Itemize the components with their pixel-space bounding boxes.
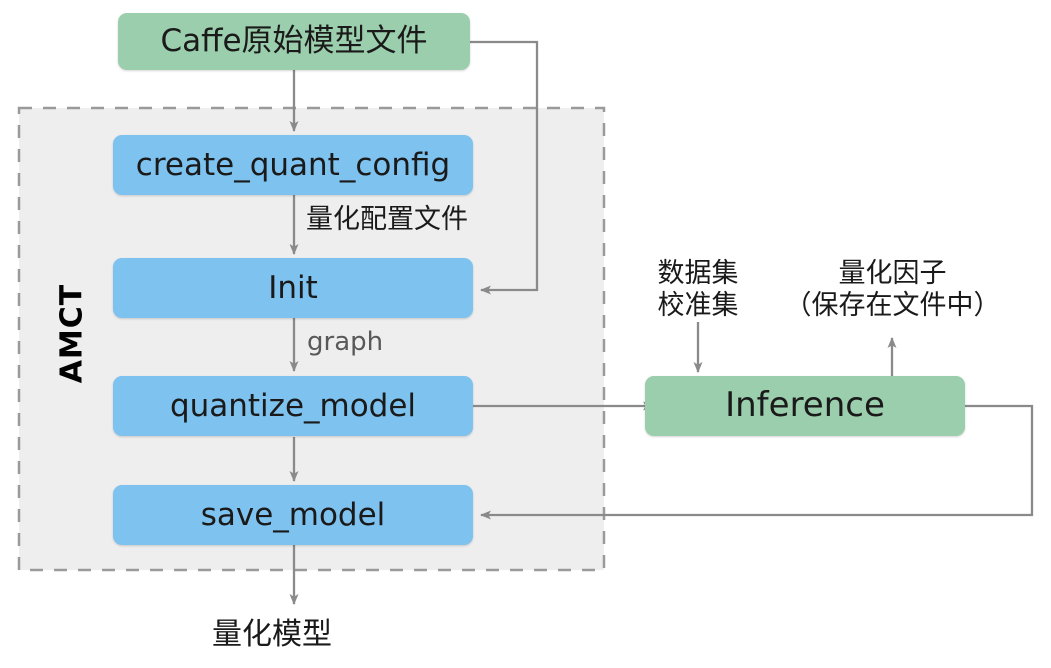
amct-group-label: AMCT bbox=[54, 283, 90, 384]
edge-label-quant-factor-line-1: 量化因子 bbox=[838, 258, 947, 289]
edge-label-dataset: 数据集 校准集 bbox=[644, 258, 752, 322]
node-inference[interactable]: Inference bbox=[645, 376, 965, 436]
node-quantize-model[interactable]: quantize_model bbox=[113, 376, 473, 436]
output-label-quantized-model: 量化模型 bbox=[212, 617, 332, 652]
node-create-quant-config[interactable]: create_quant_config bbox=[113, 135, 473, 195]
edge-inference-to-save-model bbox=[480, 404, 1034, 520]
node-init[interactable]: Init bbox=[113, 258, 473, 318]
edge-label-quant-factor: 量化因子 （保存在文件中） bbox=[775, 258, 1010, 322]
edge-label-graph: graph bbox=[307, 327, 384, 357]
edge-label-quant-config-file: 量化配置文件 bbox=[306, 204, 468, 235]
edge-label-dataset-line-2: 校准集 bbox=[657, 289, 739, 321]
node-save-model[interactable]: save_model bbox=[113, 485, 473, 545]
node-source-model[interactable]: Caffe原始模型文件 bbox=[118, 13, 470, 70]
edge-label-quant-factor-line-2: （保存在文件中） bbox=[784, 289, 1001, 321]
edge-source-to-init bbox=[470, 40, 539, 295]
edge-label-dataset-line-1: 数据集 bbox=[657, 258, 739, 289]
